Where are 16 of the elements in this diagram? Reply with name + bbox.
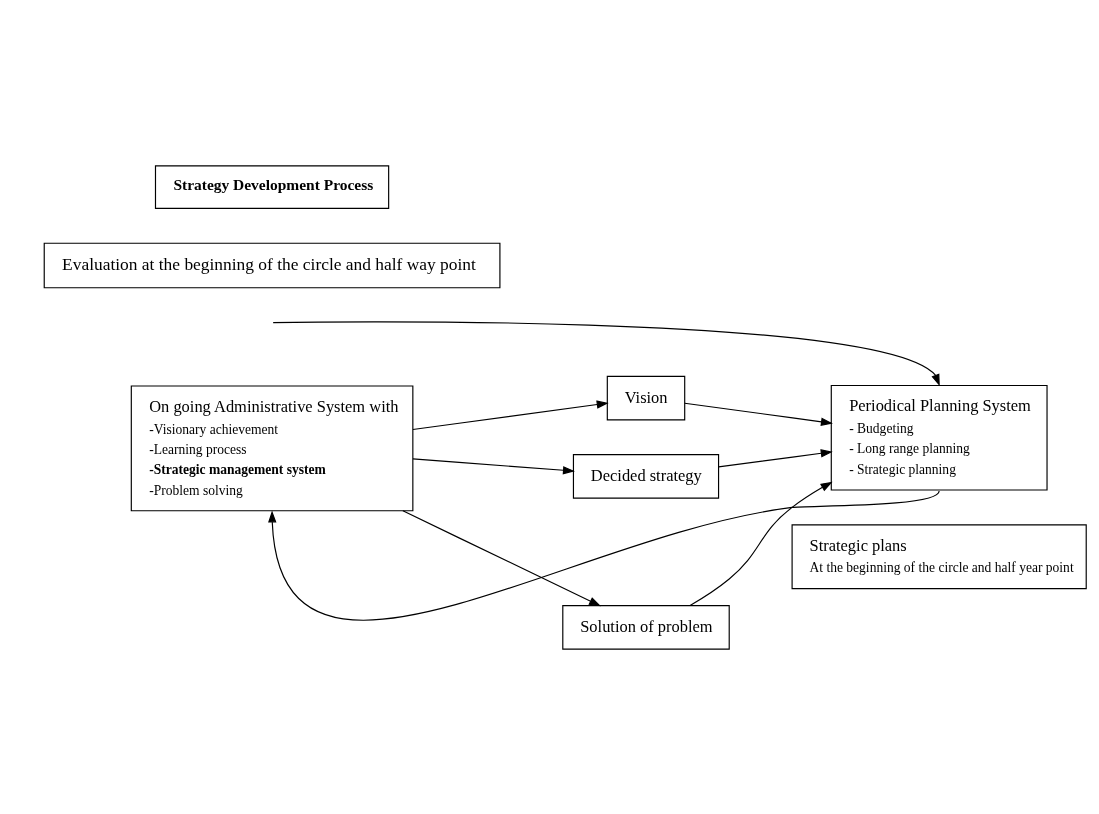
node-box: Periodical Planning System - Budgeting - Long range planning - Strategic planning xyxy=(830,384,1048,491)
arrow xyxy=(402,509,602,606)
arrow xyxy=(272,320,940,386)
node-box: Evaluation at the beginning of the circle and half way point xyxy=(43,242,501,288)
arrow xyxy=(412,457,575,474)
node-box: On going Administrative System with -Visionary achievement -Learning process -Strategic management system -Problem solving xyxy=(130,384,414,511)
arrow xyxy=(689,481,833,606)
node-box: Decided strategy xyxy=(572,453,720,499)
node-box: Solution of problem xyxy=(562,604,730,650)
arrow xyxy=(684,402,833,426)
arrow xyxy=(718,448,833,467)
node-box: Strategic plans At the beginning of the circle and half year point xyxy=(791,523,1087,589)
arrow xyxy=(412,399,609,430)
node-box: Vision xyxy=(606,375,686,420)
node-box: Strategy Development Process xyxy=(154,164,390,209)
arrow xyxy=(268,489,940,621)
